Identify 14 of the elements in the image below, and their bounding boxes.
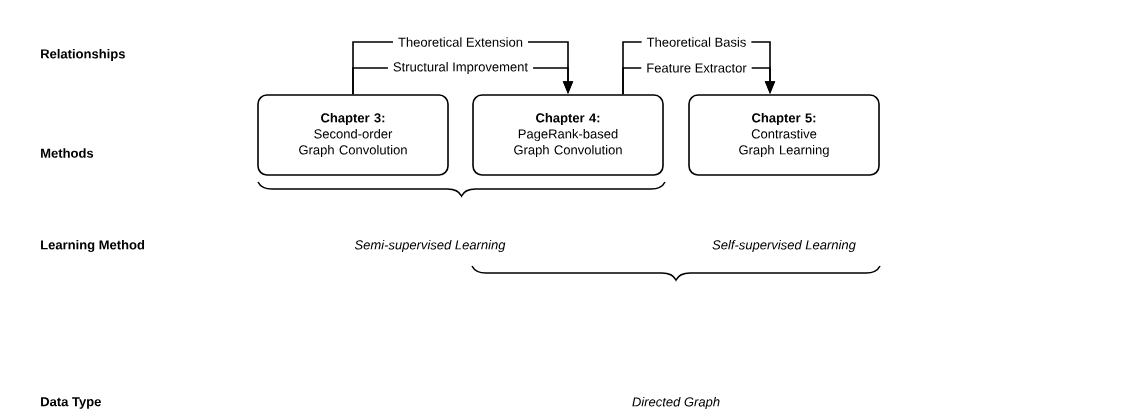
chapter-box: Chapter 5: Contrastive Graph Learning [688, 94, 880, 176]
category-label: Semi-supervised Learning [354, 239, 506, 253]
row-heading: Relationships [41, 48, 125, 62]
row-heading: Data Type [41, 397, 101, 409]
edge-label: Feature Extractor [641, 58, 752, 78]
category-label: Directed Graph [632, 396, 720, 410]
row-heading: Methods [41, 148, 94, 158]
edge-label: Theoretical Extension [393, 32, 528, 52]
row-heading: Learning Method [41, 239, 145, 253]
category-label: Self-supervised Learning [712, 239, 856, 253]
edge-label: Theoretical Basis [641, 32, 752, 52]
edge-label: Structural Improvement [387, 56, 534, 80]
chapter-box: Chapter 3: Second-order Graph Convolution [257, 94, 449, 176]
chapter-box: Chapter 4: PageRank-based Graph Convolution [472, 94, 664, 176]
